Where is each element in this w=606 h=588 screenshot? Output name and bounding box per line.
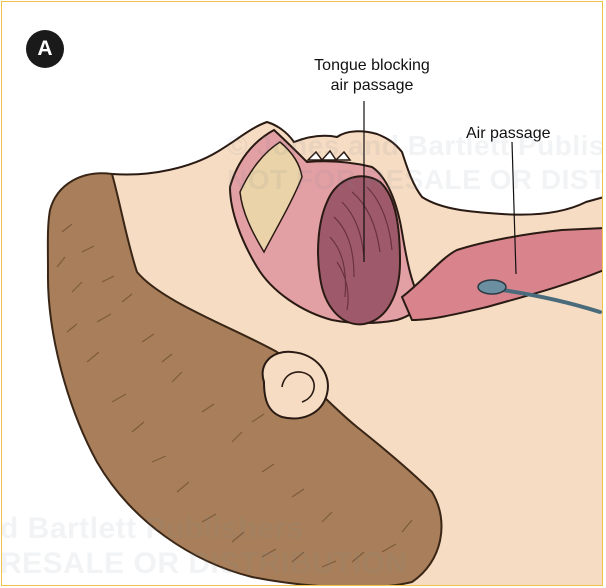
watermark-line-3: d Bartlett Publishers (1, 512, 304, 546)
tongue-label-line-2: air passage (300, 76, 444, 96)
watermark-line-4: RESALE OR DISTRIBUTION (1, 547, 408, 581)
air-passage-label: Air passage (466, 124, 570, 144)
tongue-label: Tongue blocking air passage (300, 56, 444, 96)
tongue-label-line-1: Tongue blocking (300, 56, 444, 76)
panel-letter-badge: A (26, 30, 64, 68)
watermark-line-2: NOT FOR RESALE OR DISTRIBUTION (227, 164, 603, 196)
